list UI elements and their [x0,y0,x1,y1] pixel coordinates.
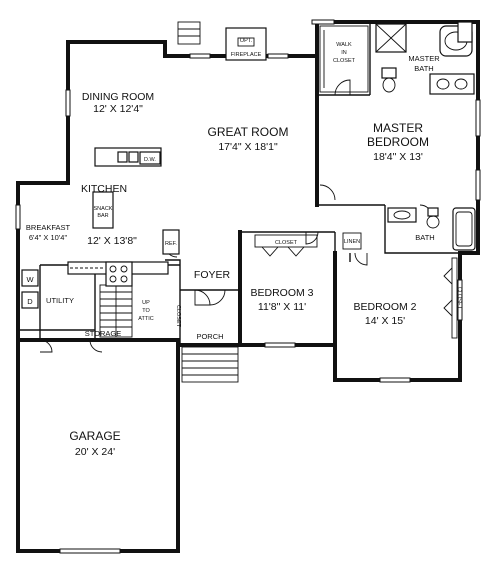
master-bedroom-label-1: MASTER [373,121,423,135]
dryer-label: D [27,297,33,306]
closet-foyer-label: CLOSET [175,305,181,328]
closet-bedroom2-label: CLOSET [456,287,462,310]
master-bath-label-2: BATH [414,64,433,73]
dw-label: D.W. [144,157,156,163]
snack-bar-label-1: SNACK [94,206,113,212]
bath-fixtures [387,207,476,251]
dining-room-dims: 12' X 12'4" [93,103,143,115]
snack-bar-label-2: BAR [97,213,108,219]
garage-dims: 20' X 24' [75,446,115,458]
kitchen-label: KITCHEN [81,183,127,195]
utility-fixtures [21,269,39,309]
closet-details [254,25,458,339]
breakfast-label: BREAKFAST [26,223,71,232]
walk-in-closet-label-3: CLOSET [333,58,356,64]
master-bath-fixtures [375,21,475,95]
room-labels: DINING ROOM 12' X 12'4" GREAT ROOM 17'4"… [26,54,440,458]
bedroom2-label: BEDROOM 2 [353,301,416,313]
master-bedroom-dims: 18'4" X 13' [373,151,423,163]
walk-in-closet-label-1: WALK [336,42,352,48]
bedroom3-dims: 11'8" X 11' [258,301,306,313]
kitchen-fixtures [67,147,180,287]
foyer-label: FOYER [194,269,231,281]
bedroom2-dims: 14' X 15' [365,315,405,327]
great-room-dims: 17'4" X 18'1" [218,141,278,153]
garage-label: GARAGE [69,429,120,443]
walk-in-closet-label-2: IN [341,50,347,56]
bedroom3-label: BEDROOM 3 [250,287,313,299]
great-room-label: GREAT ROOM [208,125,289,139]
master-bedroom-label-2: BEDROOM [367,135,429,149]
kitchen-dims: 12' X 13'8" [87,235,137,247]
fireplace [225,27,267,61]
ref-label: REF. [165,241,177,247]
interior-walls [18,22,478,345]
fireplace-label-1: OPT. [240,38,253,44]
dining-room-label: DINING ROOM [82,91,154,103]
storage-label: STORAGE [85,329,122,338]
fireplace-label-2: FIREPLACE [231,52,262,58]
washer-label: W [26,275,34,284]
breakfast-dims: 6'4" X 10'4" [29,233,68,242]
utility-label: UTILITY [46,296,74,305]
master-bath-label-1: MASTER [408,54,440,63]
porch-steps [181,346,239,383]
up-to-attic-label-1: UP [142,300,150,306]
up-to-attic-label-2: TO [142,308,150,314]
closet-bedroom3-label: CLOSET [275,240,298,246]
fixture-labels: OPT. FIREPLACE WALK IN CLOSET CLOSET CLO… [26,38,462,328]
linen-label: LINEN [344,239,360,245]
up-to-attic-label-3: ATTIC [138,316,154,322]
bath-label: BATH [415,233,434,242]
porch-label: PORCH [196,332,223,341]
windows [15,19,481,554]
